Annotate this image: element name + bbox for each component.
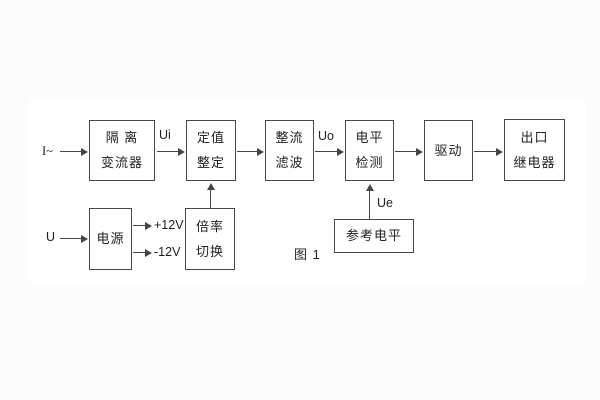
label-input-voltage: U bbox=[46, 230, 56, 244]
arrow-head bbox=[81, 234, 88, 243]
arrow-minus-12v-icon bbox=[133, 248, 152, 257]
label-minus-12v: -12V bbox=[154, 245, 181, 259]
arrow-head bbox=[416, 147, 423, 156]
label-input-current: I~ bbox=[42, 144, 53, 158]
arrow-reference-to-level-icon bbox=[365, 184, 374, 219]
arrow-head bbox=[496, 147, 503, 156]
arrow-input-voltage-icon bbox=[60, 234, 88, 243]
arrow-input-current-icon bbox=[60, 147, 88, 156]
arrow-ratio-to-setpoint-icon bbox=[206, 183, 215, 208]
label-ue: Ue bbox=[377, 196, 393, 210]
block-label: 切换 bbox=[195, 243, 224, 259]
block-ratio-switch: 倍率 切换 bbox=[185, 208, 235, 270]
block-label: 变流器 bbox=[100, 155, 143, 170]
arrow-head bbox=[257, 147, 264, 156]
arrow-shaft bbox=[237, 150, 257, 153]
block-label: 驱动 bbox=[434, 142, 463, 158]
block-label: 滤波 bbox=[275, 155, 304, 170]
block-label: 定值 bbox=[196, 130, 225, 145]
block-reference-level: 参考电平 bbox=[334, 219, 414, 253]
block-label: 隔 离 bbox=[105, 130, 139, 145]
block-drive: 驱动 bbox=[424, 120, 473, 181]
label-uo: Uo bbox=[318, 129, 334, 143]
arrow-shaft bbox=[157, 150, 178, 153]
arrow-head bbox=[145, 248, 152, 257]
arrow-drive-to-relay-icon bbox=[474, 147, 503, 156]
arrow-isolation-to-setpoint-icon bbox=[157, 147, 185, 156]
arrow-shaft bbox=[368, 191, 371, 219]
arrow-head bbox=[206, 183, 215, 190]
arrow-plus-12v-icon bbox=[133, 221, 152, 230]
label-ui: Ui bbox=[159, 128, 171, 142]
block-label: 继电器 bbox=[513, 154, 556, 170]
block-label: 电平 bbox=[355, 130, 384, 145]
block-label: 检测 bbox=[355, 155, 384, 170]
block-label: 倍率 bbox=[195, 218, 224, 234]
arrow-shaft bbox=[315, 150, 337, 153]
block-label: 参考电平 bbox=[345, 228, 402, 243]
arrow-shaft bbox=[133, 251, 145, 254]
figure-caption: 图 1 bbox=[294, 247, 321, 262]
block-isolation-converter: 隔 离 变流器 bbox=[89, 120, 155, 181]
arrow-shaft bbox=[395, 150, 416, 153]
arrow-rectify-to-level-icon bbox=[315, 147, 344, 156]
arrow-head bbox=[81, 147, 88, 156]
arrow-shaft bbox=[133, 224, 145, 227]
block-label: 出口 bbox=[520, 129, 549, 145]
block-label: 整定 bbox=[196, 155, 225, 170]
label-plus-12v: +12V bbox=[154, 218, 184, 232]
arrow-head bbox=[145, 221, 152, 230]
block-level-detect: 电平 检测 bbox=[345, 120, 394, 181]
arrow-shaft bbox=[209, 190, 212, 208]
arrow-shaft bbox=[60, 237, 81, 240]
block-label: 电源 bbox=[96, 231, 125, 246]
arrow-shaft bbox=[474, 150, 496, 153]
block-rectify-filter: 整流 滤波 bbox=[265, 120, 314, 181]
arrow-head bbox=[337, 147, 344, 156]
arrow-shaft bbox=[60, 150, 81, 153]
arrow-head bbox=[365, 184, 374, 191]
arrow-head bbox=[178, 147, 185, 156]
block-setpoint-adjust: 定值 整定 bbox=[186, 120, 236, 181]
block-label: 整流 bbox=[275, 130, 304, 145]
arrow-setpoint-to-rectify-icon bbox=[237, 147, 264, 156]
arrow-level-to-drive-icon bbox=[395, 147, 423, 156]
block-output-relay: 出口 继电器 bbox=[504, 119, 565, 181]
block-power-supply: 电源 bbox=[89, 208, 132, 270]
